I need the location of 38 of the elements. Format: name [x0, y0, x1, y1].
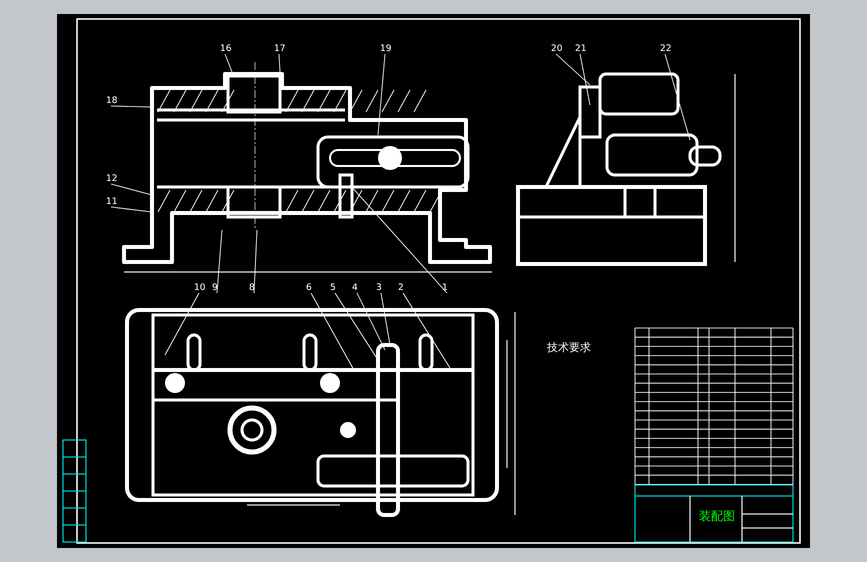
- leader-line: [110, 206, 152, 212]
- leader-line: [380, 292, 390, 346]
- callout-number: 2: [398, 283, 404, 293]
- leader-line: [402, 292, 450, 368]
- leader-line: [664, 54, 690, 140]
- callout-number: 20: [551, 44, 562, 54]
- requirements-heading: 技术要求: [547, 340, 591, 355]
- leader-line: [278, 54, 280, 72]
- leader-line: [378, 54, 386, 136]
- leader-line: [350, 184, 448, 294]
- callout-number: 1: [442, 283, 448, 293]
- callout-number: 5: [330, 283, 336, 293]
- leader-line: [310, 292, 356, 372]
- callout-number: 17: [274, 44, 286, 54]
- leader-line: [334, 292, 378, 360]
- leader-line: [556, 54, 590, 86]
- callout-number: 11: [106, 197, 118, 207]
- callout-number: 22: [660, 44, 672, 54]
- leader-line: [224, 54, 232, 72]
- callout-number: 19: [380, 44, 392, 54]
- leader-line: [254, 230, 258, 294]
- callout-number: 21: [575, 44, 586, 54]
- leader-line: [580, 54, 590, 106]
- callout-number: 10: [194, 283, 206, 293]
- callout-number: 4: [352, 283, 358, 293]
- callout-number: 3: [376, 283, 382, 293]
- callout-number: 6: [306, 283, 312, 293]
- callout-number: 8: [249, 283, 255, 293]
- callout-number: 9: [212, 283, 218, 293]
- callout-number: 12: [106, 174, 118, 184]
- leader-line: [164, 292, 200, 356]
- leader-line: [356, 292, 386, 350]
- callout-number: 18: [106, 96, 118, 106]
- callout-number: 16: [220, 44, 232, 54]
- leader-line: [216, 230, 222, 294]
- drawing-title: 装配图: [699, 508, 735, 525]
- leader-line: [110, 184, 152, 196]
- leader-line: [110, 106, 152, 108]
